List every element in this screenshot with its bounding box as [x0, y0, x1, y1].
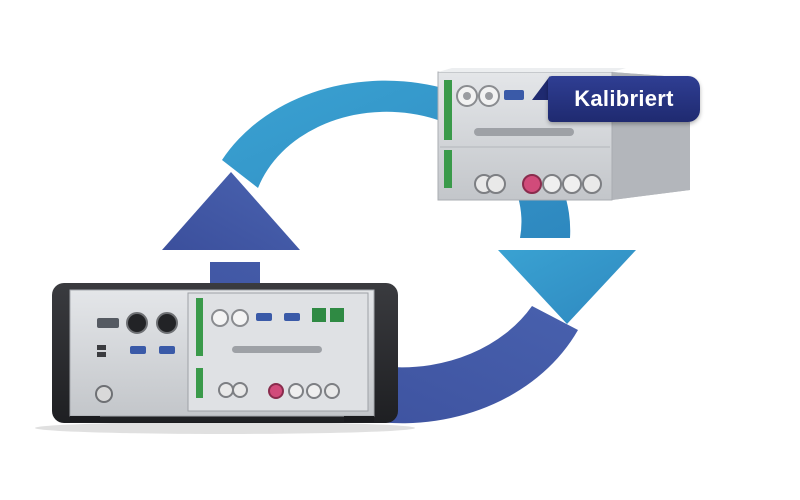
badge-tail [532, 76, 550, 100]
device-large [35, 283, 415, 434]
calibrated-badge-label: Kalibriert [574, 86, 674, 111]
calibrated-badge: Kalibriert [548, 76, 700, 122]
